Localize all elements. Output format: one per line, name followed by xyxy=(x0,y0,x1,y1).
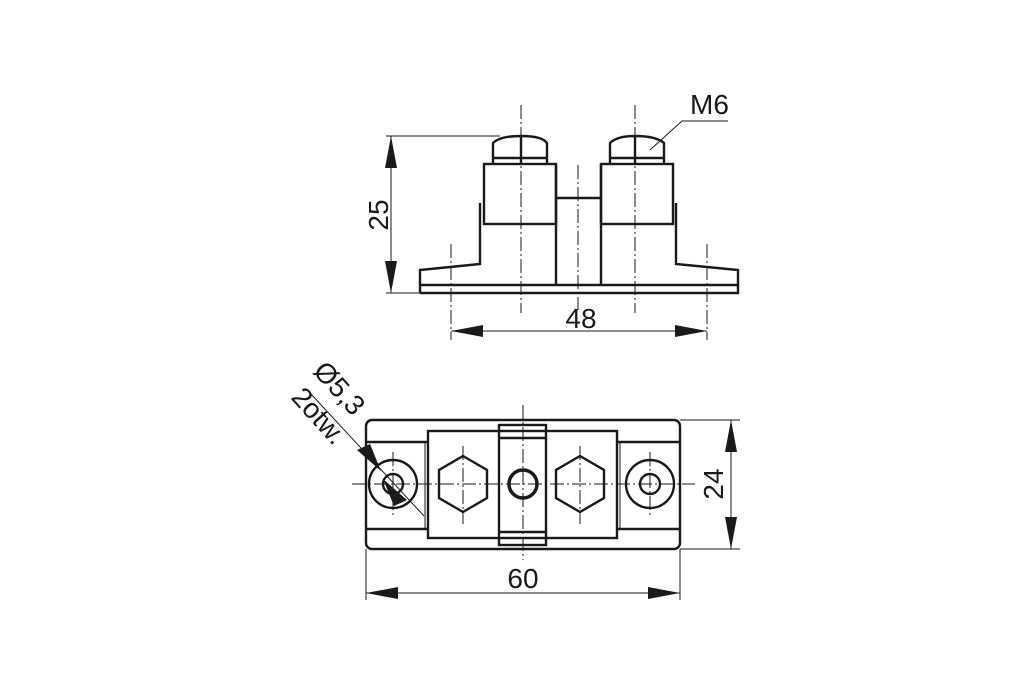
base-plate xyxy=(418,203,740,295)
length-dimension: 60 xyxy=(365,549,681,600)
end-tabs xyxy=(366,440,680,531)
width-dimension-label: 24 xyxy=(698,468,729,499)
left-nut xyxy=(491,134,549,164)
thread-label: M6 xyxy=(690,89,729,120)
top-view: 24 60 Ø5,3 2otw. xyxy=(286,355,740,600)
left-terminal-block xyxy=(482,162,558,226)
thread-callout: M6 xyxy=(649,89,729,151)
height-dimension: 25 xyxy=(363,135,500,294)
front-view: 25 48 M6 xyxy=(363,89,740,340)
hole-spacing-label: 48 xyxy=(565,303,596,334)
hole-spacing-dimension: 48 xyxy=(451,303,707,337)
width-dimension: 24 xyxy=(680,419,740,550)
height-dimension-label: 25 xyxy=(363,199,394,230)
hole-callout: Ø5,3 2otw. xyxy=(286,355,425,517)
length-dimension-label: 60 xyxy=(507,563,538,594)
right-terminal-block xyxy=(599,162,675,226)
right-nut xyxy=(608,134,666,164)
